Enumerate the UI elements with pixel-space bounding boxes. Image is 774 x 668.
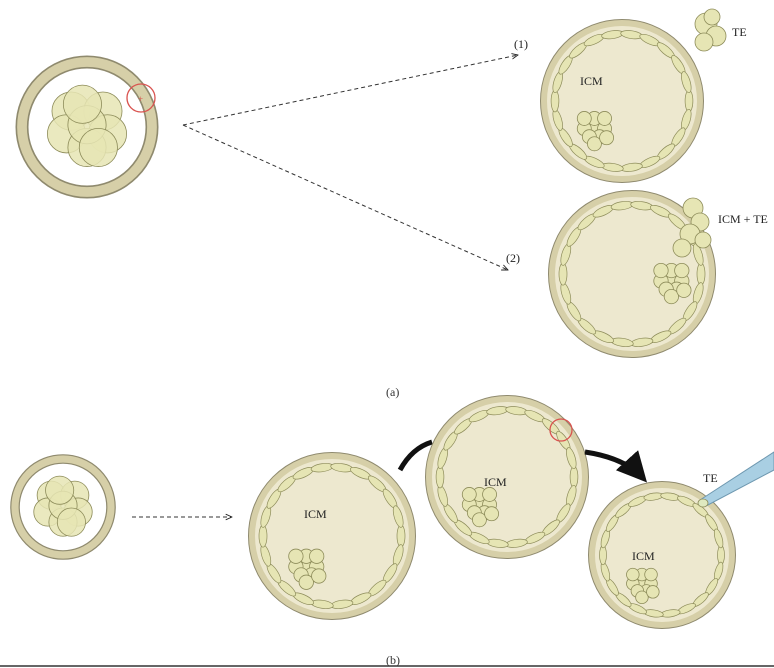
label-te-b: TE: [703, 471, 718, 485]
trophectoderm-cell: [697, 263, 705, 285]
herniating-cell: [695, 232, 711, 248]
icm-cell: [312, 569, 326, 583]
dashed-arrow-route-2: [183, 125, 508, 270]
blastomere: [63, 85, 101, 123]
herniating-cell: [695, 33, 713, 51]
panel-b: ICM ICM ICM TE (b): [15, 396, 774, 667]
icm-cell: [654, 263, 668, 277]
icm-cell: [600, 131, 614, 145]
herniating-cell: [704, 9, 720, 25]
icm-cell: [647, 586, 660, 599]
icm-cell: [677, 283, 691, 297]
caption-b: (b): [386, 653, 400, 667]
blastocyst-te-biopsy: [541, 9, 726, 182]
icm-cell: [485, 507, 499, 521]
label-te-a: TE: [732, 25, 747, 39]
icm-cell: [627, 568, 640, 581]
blastocyst-b-2: [426, 396, 588, 558]
trophectoderm-cell: [551, 90, 559, 112]
blastocyst-b-3: [589, 482, 735, 628]
route-1-label: (1): [514, 37, 528, 51]
trophectoderm-cell: [436, 466, 444, 488]
laser-target-mark-a: +: [138, 94, 143, 104]
icm-cell: [598, 111, 612, 125]
blastomere: [46, 476, 74, 504]
herniating-cell: [673, 239, 691, 257]
blastocyst-b-1: [249, 453, 415, 619]
icm-cell: [577, 111, 591, 125]
curved-arrow-b-2: [585, 452, 643, 478]
label-icm-b3: ICM: [632, 549, 655, 563]
icm-cell: [462, 487, 476, 501]
icm-cell: [289, 549, 303, 563]
label-icm-b2: ICM: [484, 475, 507, 489]
blastomere: [57, 508, 85, 536]
label-icm-te-a: ICM + TE: [718, 212, 768, 226]
cleavage-embryo-b: [15, 459, 111, 555]
cleavage-embryo-a: [22, 62, 152, 192]
label-icm-b1: ICM: [304, 507, 327, 521]
trophectoderm-cell: [559, 263, 567, 285]
label-icm-a: ICM: [580, 74, 603, 88]
icm-cell: [645, 568, 658, 581]
blastocyst-icm-te-biopsy: [549, 191, 715, 357]
trophectoderm-cell: [259, 525, 267, 547]
icm-cell: [483, 487, 497, 501]
route-2-label: (2): [506, 251, 520, 265]
blastomere: [79, 128, 117, 166]
panel-a: + (1) (2) TE ICM ICM + TE (a): [22, 9, 768, 399]
trophectoderm-cell: [685, 90, 693, 112]
caption-a: (a): [386, 385, 399, 399]
icm-cell: [675, 263, 689, 277]
trophectoderm-cell: [570, 466, 578, 488]
icm-cell: [309, 549, 323, 563]
dashed-arrow-route-1: [183, 55, 518, 125]
trophectoderm-cell: [397, 525, 405, 547]
